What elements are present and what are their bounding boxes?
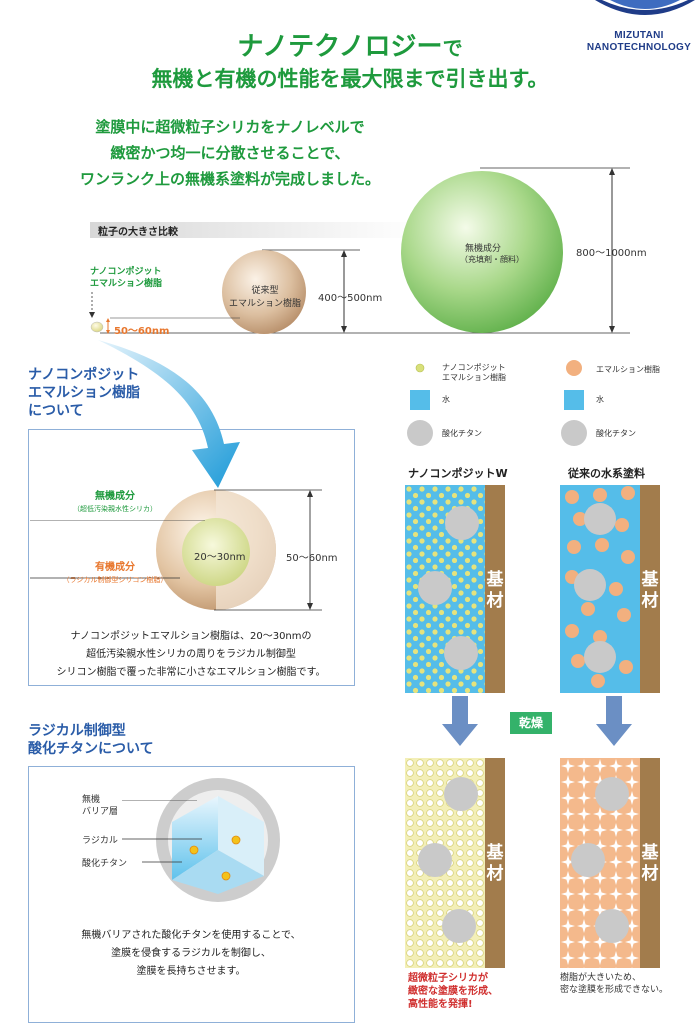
conventional-emulsion-label: 従来型 エマルション樹脂 (228, 286, 301, 309)
nano-particle (90, 321, 104, 333)
radical-section-title: ラジカル制御型 酸化チタンについて (28, 723, 154, 757)
left-result-text: 超微粒子シリカが 緻密な塗膜を形成、 高性能を発揮! (408, 973, 498, 1010)
titanium-label: 酸化チタン (82, 859, 128, 869)
core-size: 20〜30nm (194, 552, 246, 563)
lead-line-3: ワンランク上の無機系塗料が完成しました。 (79, 170, 380, 188)
size-comparison-bar (90, 222, 420, 238)
comparison-legend (407, 360, 587, 446)
curved-arrow-icon (98, 340, 240, 488)
size-comparison-diagram (89, 167, 630, 334)
lead-line-2: 緻密かつ均一に分散させることで、 (110, 144, 350, 162)
right-column-title: 従来の水系塗料 (568, 467, 645, 480)
radical-leader-lines (122, 800, 202, 863)
nano-size: 50〜60nm (114, 326, 170, 337)
conventional-size: 400〜500nm (318, 293, 383, 304)
right-substrate (640, 485, 660, 693)
lead-line-1: 塗膜中に超微粒子シリカをナノレベルで (95, 118, 365, 136)
brand-logo-icon (595, 0, 695, 15)
right-dry-panel (560, 758, 660, 968)
legend-nano-resin-label: ナノコンポジット エマルション樹脂 (442, 363, 506, 382)
barrier-layer-label: 無機 バリア層 (82, 795, 119, 817)
left-dry-substrate-label: 基材 (486, 843, 504, 884)
main-headline: ナノテクノロジーで (237, 32, 463, 62)
conventional-emulsion-sphere (222, 250, 306, 334)
legend-emulsion-label: エマルション樹脂 (596, 365, 660, 374)
sub-headline: 無機と有機の性能を最大限まで引き出す。 (151, 67, 549, 91)
left-column-title: ナノコンポジットW (408, 467, 508, 480)
right-result-text: 樹脂が大きいため、 密な塗膜を形成できない。 (560, 973, 669, 995)
size-comparison-title: 粒子の大きさ比較 (98, 227, 178, 238)
right-dry-substrate-label: 基材 (641, 843, 659, 884)
left-wet-panel (405, 485, 505, 693)
legend-emulsion-icon (566, 360, 582, 376)
left-dry-substrate (485, 758, 505, 968)
dry-label: 乾燥 (510, 712, 552, 734)
inorganic-label: 無機成分 （充填剤・顔料） (460, 244, 524, 264)
legend-water-icon (410, 390, 430, 410)
left-dry-panel (405, 758, 505, 968)
organic-component-label: 有機成分 （ラジカル制御型シリコン樹脂） (62, 562, 168, 584)
right-substrate-label: 基材 (641, 570, 659, 611)
legend-titanium-label: 酸化チタン (442, 429, 482, 438)
inorganic-size: 800〜1000nm (576, 248, 647, 259)
radical-icon (189, 835, 241, 881)
legend-titanium-label-right: 酸化チタン (596, 429, 636, 438)
brand-name: MIZUTANI NANOTECHNOLOGY (586, 30, 692, 53)
right-dry-substrate (640, 758, 660, 968)
nano-section-title: ナノコンポジット エマルション樹脂 について (28, 367, 140, 419)
nano-description: ナノコンポジットエマルション樹脂は、20〜30nmの 超低汚染親水性シリカの周り… (56, 631, 326, 678)
legend-water-label: 水 (442, 395, 450, 404)
silica-core (182, 518, 250, 586)
nano-leader-lines (30, 520, 205, 579)
legend-water-icon-right (564, 390, 584, 410)
inorganic-component-label: 無機成分 （超低汚染親水性シリカ） (73, 491, 157, 513)
radical-description: 無機バリアされた酸化チタンを使用することで、 塗膜を侵食するラジカルを制御し、 … (81, 930, 301, 977)
left-substrate (485, 485, 505, 693)
outer-size: 50〜60nm (286, 553, 338, 564)
left-down-arrow-icon (442, 696, 478, 746)
titanium-oxide-diagram (156, 778, 280, 902)
legend-nano-resin-icon (415, 363, 425, 373)
legend-titanium-icon-right (561, 420, 587, 446)
inorganic-sphere (401, 171, 563, 333)
left-substrate-label: 基材 (486, 570, 504, 611)
legend-water-label-right: 水 (596, 395, 604, 404)
radical-label: ラジカル (82, 836, 118, 846)
right-wet-panel (560, 485, 660, 693)
right-down-arrow-icon (596, 696, 632, 746)
legend-titanium-icon (407, 420, 433, 446)
nano-emulsion-label: ナノコンポジット エマルション樹脂 (90, 267, 163, 289)
